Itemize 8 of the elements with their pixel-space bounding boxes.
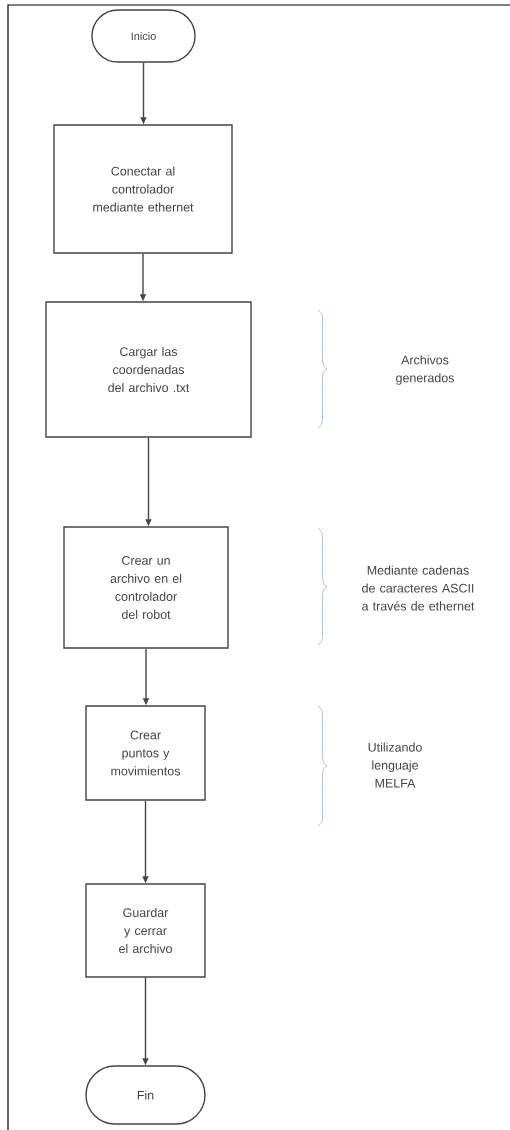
- process-box: Crear puntos y movimientos: [85, 705, 206, 801]
- process-box: Conectar al controlador mediante ethernet: [53, 124, 233, 254]
- side-note: Mediante cadenas de caracteres ASCII a través de ethernet: [362, 565, 475, 611]
- process-box: Cargar las coordenadas del archivo .txt: [45, 301, 252, 438]
- side-note: Archivos generados: [396, 355, 454, 385]
- side-note: Utilizando lenguaje MELFA: [368, 742, 422, 788]
- process-box: Crear un archivo en el controlador del robot: [63, 526, 229, 649]
- process-box: Guardar y cerrar el archivo: [85, 883, 206, 978]
